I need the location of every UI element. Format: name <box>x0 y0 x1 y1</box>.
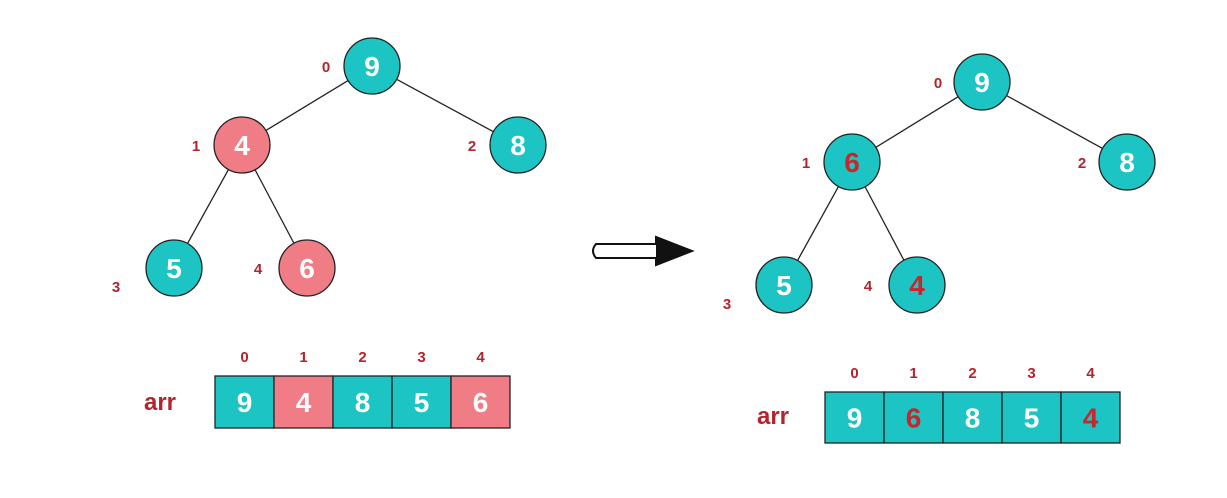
tree-edge <box>864 186 905 261</box>
array-index: 4 <box>1086 365 1095 382</box>
array-cell <box>824 391 885 444</box>
array-cell <box>214 375 275 429</box>
right-arrow-icon <box>592 235 695 267</box>
tree-node-index: 2 <box>1078 155 1086 172</box>
array-index: 1 <box>909 365 917 382</box>
array-label: arr <box>757 403 789 430</box>
tree-node-index: 1 <box>192 138 200 155</box>
tree-node: 53 <box>723 256 813 314</box>
tree-node-value: 9 <box>974 67 990 98</box>
tree-node-circle <box>213 116 271 174</box>
tree-edge <box>265 79 349 132</box>
tree-edge <box>796 186 840 261</box>
tree-node-value: 6 <box>844 147 860 178</box>
tree-node-index: 4 <box>864 278 873 295</box>
tree-node-index: 0 <box>322 59 330 76</box>
tree-node-circle <box>823 133 881 191</box>
tree-node: 64 <box>254 239 336 297</box>
array-cell-value: 4 <box>296 387 312 418</box>
tree-node: 44 <box>864 256 946 314</box>
tree-node: 90 <box>322 37 401 95</box>
tree-node-value: 4 <box>909 270 925 301</box>
tree-node-value: 4 <box>234 130 250 161</box>
tree-node-circle <box>953 53 1011 111</box>
array-cell-value: 8 <box>965 403 981 434</box>
tree-node-index: 1 <box>802 155 810 172</box>
tree-node-value: 5 <box>166 253 182 284</box>
array-cell-value: 4 <box>1083 403 1099 434</box>
array-index: 0 <box>240 349 248 366</box>
array-index: 1 <box>299 349 307 366</box>
tree-node-index: 2 <box>468 138 476 155</box>
tree-node: 82 <box>1078 133 1156 191</box>
tree-edge <box>875 96 959 148</box>
array-index: 0 <box>850 365 858 382</box>
tree-node-circle <box>1098 133 1156 191</box>
array-cell <box>450 375 511 429</box>
tree-node: 61 <box>802 133 881 191</box>
array-cell-value: 5 <box>1024 403 1040 434</box>
array-cell <box>1060 391 1121 444</box>
array-index: 3 <box>417 349 425 366</box>
array-index: 2 <box>968 365 976 382</box>
tree-node-value: 8 <box>1119 147 1135 178</box>
tree-node: 53 <box>112 239 203 297</box>
tree-node-circle <box>755 256 813 314</box>
tree-node-index: 0 <box>934 75 942 92</box>
array-cell-value: 9 <box>847 403 863 434</box>
tree-node-value: 5 <box>776 270 792 301</box>
array-cell <box>332 375 393 429</box>
array-view: arr 9 0 4 1 8 2 5 3 6 4 <box>144 349 511 429</box>
tree-node-index: 3 <box>112 279 120 296</box>
tree-edge <box>186 169 230 244</box>
array-index: 2 <box>358 349 366 366</box>
tree-node-index: 3 <box>723 296 731 313</box>
tree-node-index: 4 <box>254 261 263 278</box>
tree-node-value: 6 <box>299 253 315 284</box>
array-cell-value: 6 <box>906 403 922 434</box>
array-cell <box>883 391 944 444</box>
array-cell-value: 9 <box>237 387 253 418</box>
array-cell-value: 5 <box>414 387 430 418</box>
array-cell <box>391 375 452 429</box>
tree-node-circle <box>145 239 203 297</box>
array-cell-value: 6 <box>473 387 489 418</box>
array-cell <box>942 391 1003 444</box>
tree-edge <box>1006 94 1103 150</box>
tree-edge <box>396 78 494 133</box>
tree-node: 90 <box>934 53 1011 111</box>
array-cell-value: 8 <box>355 387 371 418</box>
tree-node-value: 8 <box>510 130 526 161</box>
tree-node-circle <box>278 239 336 297</box>
tree-node: 82 <box>468 116 547 174</box>
tree-node: 41 <box>192 116 271 174</box>
array-view: arr 9 0 6 1 8 2 5 3 4 4 <box>757 365 1121 444</box>
array-index: 4 <box>476 349 485 366</box>
tree-node-circle <box>888 256 946 314</box>
tree-edge <box>254 169 295 244</box>
array-label: arr <box>144 389 176 416</box>
array-index: 3 <box>1027 365 1035 382</box>
tree-node-value: 9 <box>364 51 380 82</box>
tree-node-circle <box>489 116 547 174</box>
tree-node-circle <box>343 37 401 95</box>
